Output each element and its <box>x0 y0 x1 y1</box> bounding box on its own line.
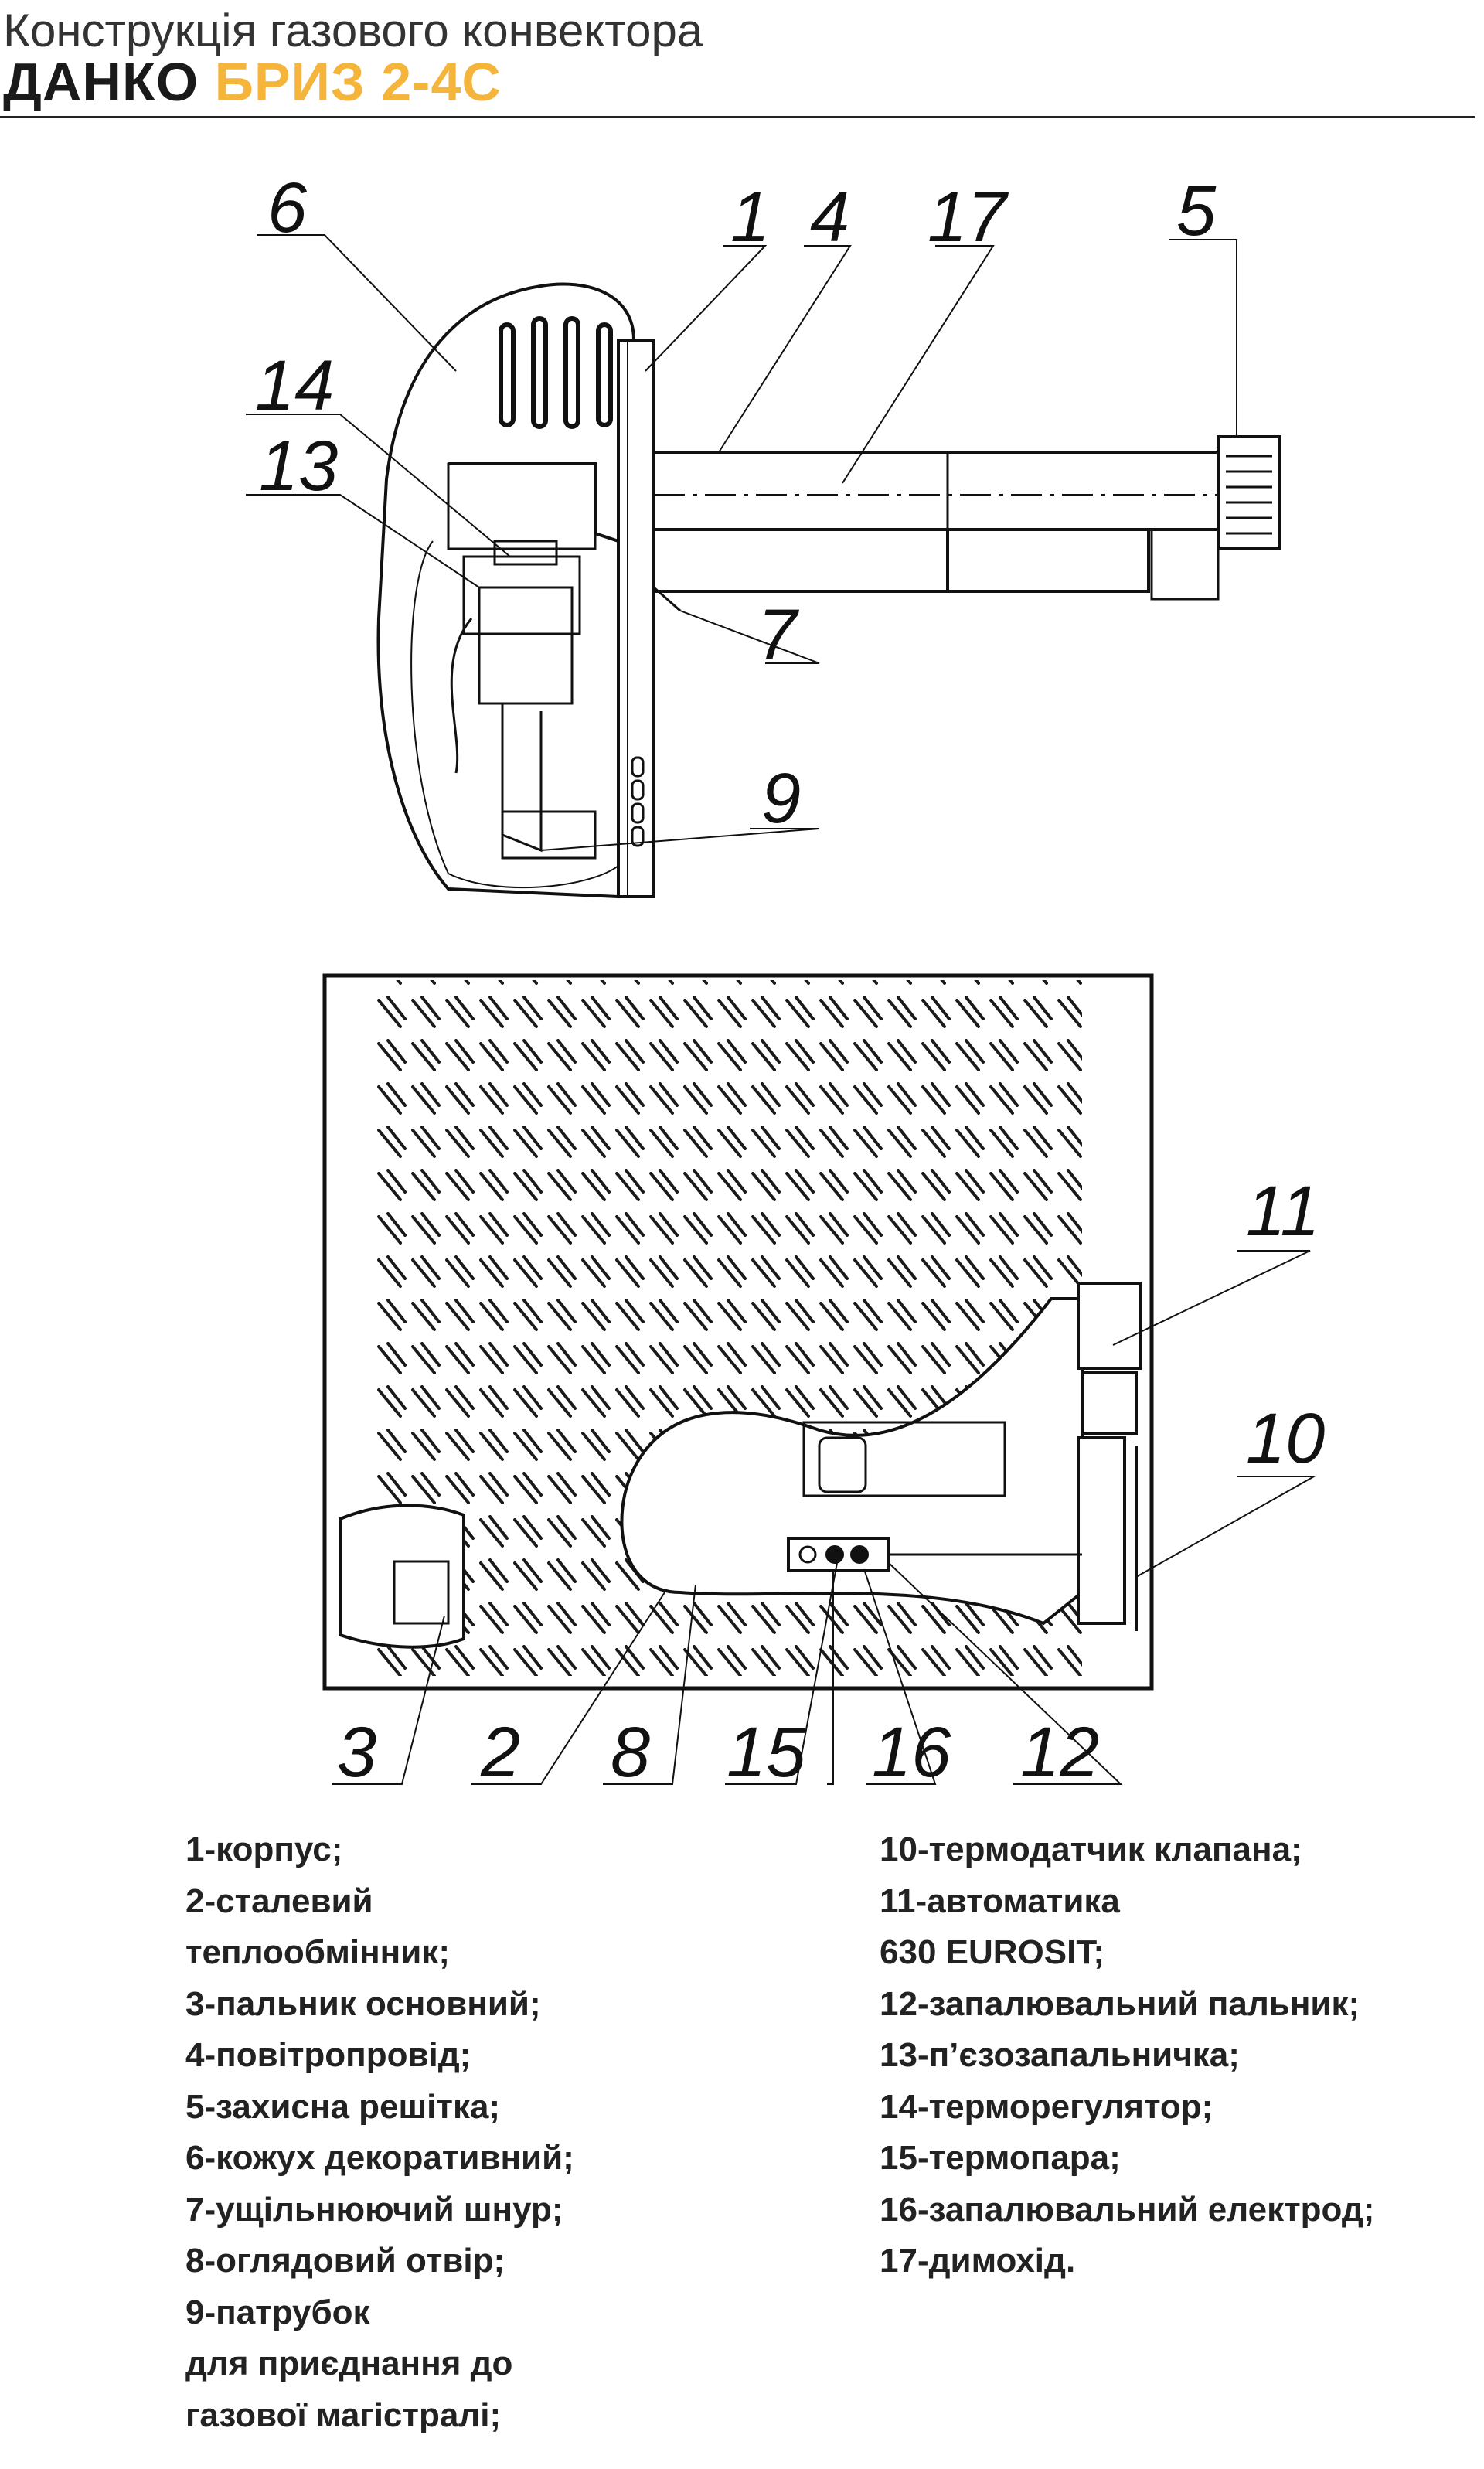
callout-3: 3 <box>337 1713 376 1792</box>
housing-wall <box>617 339 655 898</box>
legend-right-column: 10-термодатчик клапана; 11-автоматика 63… <box>880 1824 1374 2287</box>
callout-8: 8 <box>611 1713 650 1792</box>
legend-item: газової магістралі; <box>186 2396 502 2434</box>
legend-item: 3-пальник основний; <box>186 1984 541 2023</box>
technical-drawing: 6 1 4 17 5 14 13 7 9 <box>246 169 1325 1792</box>
legend-item: 6-кожух декоративний; <box>186 2139 574 2177</box>
main-burner <box>339 1504 465 1649</box>
callout-11: 11 <box>1246 1172 1320 1251</box>
model-name: БРИЗ 2-4С <box>214 52 502 112</box>
legend-item: 17-димохід. <box>880 2242 1076 2280</box>
diagram-subtitle: Конструкція газового конвектора <box>3 5 703 56</box>
legend-item: для приєднання до <box>186 2345 513 2382</box>
front-casing <box>322 973 1154 1691</box>
legend-item: 1-корпус; <box>186 1830 343 1868</box>
legend-item: 10-термодатчик клапана; <box>880 1830 1302 1868</box>
legend-item: 5-захисна решітка; <box>186 2087 501 2126</box>
gas-valve-body <box>478 586 574 705</box>
callout-13: 13 <box>259 427 338 506</box>
callout-17: 17 <box>928 178 1009 257</box>
legend-item: 7-ущільнюючий шнур; <box>186 2190 563 2229</box>
chimney <box>652 528 949 593</box>
legend-item: 11-автоматика <box>880 1882 1120 1920</box>
callout-14: 14 <box>255 346 334 425</box>
side-view-leaders <box>246 234 1237 851</box>
legend-item: 630 EUROSIT; <box>880 1933 1104 1971</box>
callout-15: 15 <box>727 1713 806 1792</box>
callout-5: 5 <box>1176 172 1217 250</box>
casing-vents <box>499 316 613 429</box>
gas-valve-eurosit <box>1077 1282 1142 1370</box>
side-view <box>376 282 1281 899</box>
air-duct <box>652 451 1220 531</box>
front-view-leaders <box>332 1250 1317 1785</box>
legend-item: 12-запалювальний пальник; <box>880 1984 1360 2023</box>
legend-item: 8-оглядовий отвір; <box>186 2242 505 2280</box>
legend-item: 13-п’єзозапальничка; <box>880 2036 1240 2074</box>
legend-item: 9-патрубок <box>186 2293 370 2331</box>
callout-6: 6 <box>267 169 308 247</box>
callout-4: 4 <box>810 178 849 257</box>
callout-16: 16 <box>872 1713 951 1792</box>
header-divider <box>0 116 1475 118</box>
callout-1: 1 <box>730 178 770 257</box>
diagram-title: ДАНКО БРИЗ 2-4С <box>3 51 502 113</box>
legend-item: 15-термопара; <box>880 2139 1121 2177</box>
legend-item: 16-запалювальний електрод; <box>880 2190 1375 2229</box>
callout-12: 12 <box>1020 1713 1099 1792</box>
legend-item: 14-терморегулятор; <box>880 2087 1213 2126</box>
callout-10: 10 <box>1246 1399 1325 1478</box>
legend-left-column: 1-корпус; 2-сталевий теплообмінник; 3-па… <box>186 1824 574 2441</box>
brand-name: ДАНКО <box>3 52 199 112</box>
thermoregulator-block <box>493 540 558 566</box>
front-view <box>322 973 1154 1691</box>
legend-item: 2-сталевий <box>186 1882 373 1920</box>
legend-item: теплообмінник; <box>186 1933 450 1971</box>
decorative-casing <box>376 282 636 899</box>
callout-7: 7 <box>757 595 799 674</box>
legend-item: 4-повітропровід; <box>186 2036 471 2074</box>
callout-9: 9 <box>761 759 801 838</box>
cutaway-outline <box>410 540 619 889</box>
callout-2: 2 <box>480 1713 520 1792</box>
protective-grille <box>1217 435 1281 550</box>
